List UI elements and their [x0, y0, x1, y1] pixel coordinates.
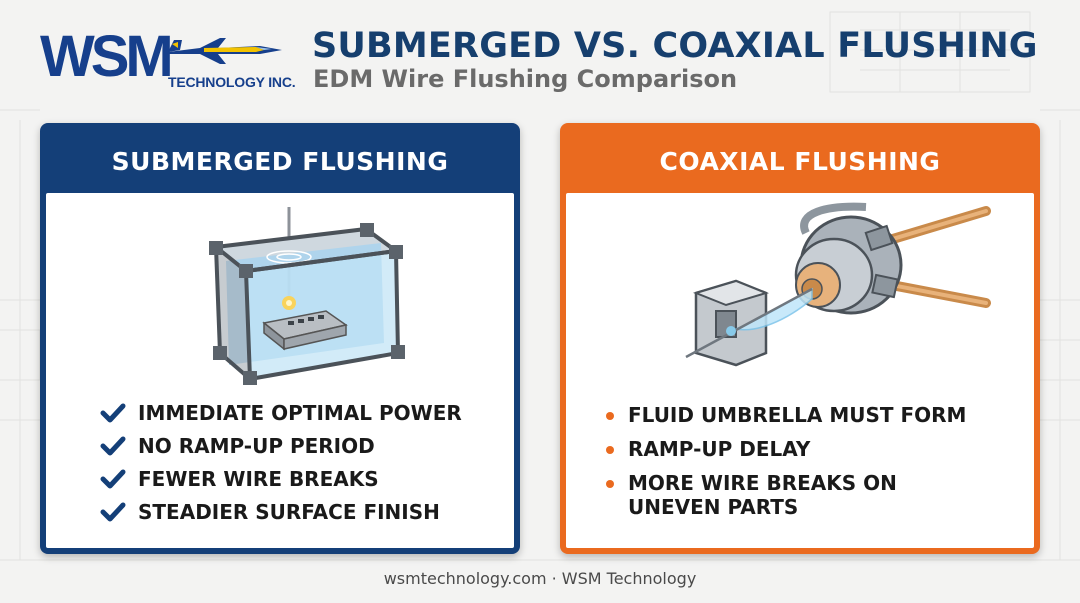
list-item: FEWER WIRE BREAKS [100, 467, 462, 491]
card-heading: SUBMERGED FLUSHING [111, 146, 449, 176]
card-heading: COAXIAL FLUSHING [659, 146, 941, 176]
benefit-list: IMMEDIATE OPTIMAL POWER NO RAMP-UP PERIO… [100, 401, 462, 533]
page-subtitle: EDM Wire Flushing Comparison [313, 65, 738, 93]
check-icon [100, 502, 126, 522]
bullet-text: NO RAMP-UP PERIOD [138, 434, 375, 458]
dot-icon [606, 446, 614, 454]
card-body: FLUID UMBRELLA MUST FORM RAMP-UP DELAY M… [566, 193, 1034, 548]
logo-tagline: TECHNOLOGY INC. [168, 74, 296, 90]
list-item: STEADIER SURFACE FINISH [100, 500, 462, 524]
drawback-list: FLUID UMBRELLA MUST FORM RAMP-UP DELAY M… [604, 403, 966, 529]
jet-icon [168, 38, 282, 64]
coaxial-flushing-card: COAXIAL FLUSHING [560, 123, 1040, 554]
dot-icon [606, 480, 614, 488]
bullet-text: FEWER WIRE BREAKS [138, 467, 379, 491]
card-body: IMMEDIATE OPTIMAL POWER NO RAMP-UP PERIO… [46, 193, 514, 548]
footer-credit: wsmtechnology.com · WSM Technology [383, 569, 697, 588]
list-item-continued: UNEVEN PARTS [604, 495, 966, 519]
list-item: RAMP-UP DELAY [604, 437, 966, 461]
bullet-text: FLUID UMBRELLA MUST FORM [628, 403, 967, 427]
check-icon [100, 436, 126, 456]
dot-icon [606, 412, 614, 420]
coaxial-nozzle-illustration [685, 202, 991, 367]
bullet-text: UNEVEN PARTS [628, 495, 799, 519]
bullet-text: IMMEDIATE OPTIMAL POWER [138, 401, 462, 425]
logo-wordmark: WSM [40, 24, 174, 89]
submerged-tank-illustration [209, 207, 405, 385]
list-item: IMMEDIATE OPTIMAL POWER [100, 401, 462, 425]
bullet-text: RAMP-UP DELAY [628, 437, 811, 461]
bullet-text: MORE WIRE BREAKS ON [628, 471, 897, 495]
bullet-text: STEADIER SURFACE FINISH [138, 500, 440, 524]
list-item: FLUID UMBRELLA MUST FORM [604, 403, 966, 427]
check-icon [100, 403, 126, 423]
list-item: MORE WIRE BREAKS ON [604, 471, 966, 495]
page-title: SUBMERGED VS. COAXIAL FLUSHING [312, 26, 1038, 66]
check-icon [100, 469, 126, 489]
submerged-flushing-card: SUBMERGED FLUSHING [40, 123, 520, 554]
company-logo: WSM TECHNOLOGY INC. [40, 24, 296, 96]
list-item: NO RAMP-UP PERIOD [100, 434, 462, 458]
